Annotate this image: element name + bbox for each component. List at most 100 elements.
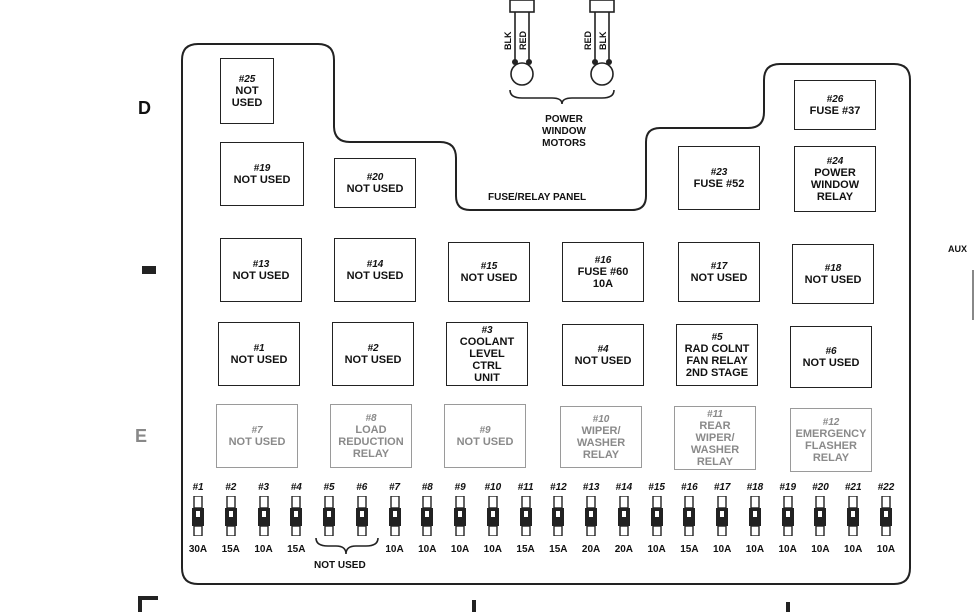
fuse-1 bbox=[191, 496, 205, 536]
relay-number: #2 bbox=[367, 342, 379, 354]
fuse-10 bbox=[486, 496, 500, 536]
fuse-number: #14 bbox=[615, 482, 633, 493]
relay-label: FUSE #37 bbox=[809, 104, 861, 117]
relay-number: #24 bbox=[826, 155, 844, 167]
fuse-number: #17 bbox=[713, 482, 731, 493]
fuse-number: #2 bbox=[225, 482, 237, 493]
fuse-number: #16 bbox=[681, 482, 698, 493]
relay-number: #23 bbox=[710, 166, 728, 178]
not-used-bracket-label: NOT USED bbox=[314, 560, 366, 571]
relay-number: #4 bbox=[597, 343, 609, 355]
fuse-number: #7 bbox=[388, 482, 401, 493]
fuse-9 bbox=[453, 496, 467, 536]
relay-label: NOT USED bbox=[231, 84, 263, 109]
fuse-number: #9 bbox=[454, 482, 466, 493]
relay-number: #20 bbox=[366, 171, 384, 183]
bottom-mark-left bbox=[138, 596, 158, 612]
relay-label: NOT USED bbox=[230, 353, 288, 366]
fuse-3 bbox=[257, 496, 271, 536]
fuse-amperage: 10A bbox=[876, 544, 896, 555]
fuse-17 bbox=[715, 496, 729, 536]
fuse-14 bbox=[617, 496, 631, 536]
fuse-number: #3 bbox=[257, 482, 270, 493]
relay-number: #26 bbox=[826, 93, 844, 105]
fuse-8 bbox=[420, 496, 434, 536]
fuse-number: #6 bbox=[356, 482, 368, 493]
relay-number: #14 bbox=[366, 258, 384, 270]
side-mark bbox=[142, 266, 156, 274]
relay-label: NOT USED bbox=[346, 182, 404, 195]
fuse-13 bbox=[584, 496, 598, 536]
fuse-amperage: 15A bbox=[287, 544, 306, 555]
relay-label: NOT USED bbox=[456, 435, 514, 448]
fuse-number: #19 bbox=[779, 482, 797, 493]
relay-number: #25 bbox=[238, 73, 256, 85]
relay-number: #17 bbox=[710, 260, 728, 272]
relay-number: #11 bbox=[707, 408, 723, 420]
fuse-2 bbox=[224, 496, 238, 536]
fuse-21 bbox=[846, 496, 860, 536]
relay-label: RAD COLNT FAN RELAY 2ND STAGE bbox=[684, 342, 750, 379]
relay-label: NOT USED bbox=[344, 353, 402, 366]
fuse-20 bbox=[813, 496, 827, 536]
fuse-amperage: 15A bbox=[516, 544, 535, 555]
fuse-amperage: 15A bbox=[680, 544, 699, 555]
fuse-16 bbox=[682, 496, 696, 536]
fuse-amperage: 10A bbox=[483, 544, 502, 555]
fuse-number: #4 bbox=[290, 482, 302, 493]
fuse-amperage: 15A bbox=[221, 544, 240, 555]
relay-label: COOLANT LEVEL CTRL UNIT bbox=[459, 335, 515, 384]
relay-label: NOT USED bbox=[233, 173, 291, 186]
fuse-number: #20 bbox=[812, 482, 829, 493]
fuse-amperage: 20A bbox=[581, 544, 601, 555]
fuse-amperage: 10A bbox=[418, 544, 437, 555]
relay-label: LOAD REDUCTION RELAY bbox=[338, 423, 404, 460]
fuse-7 bbox=[388, 496, 402, 536]
relay-label: FUSE #52 bbox=[693, 177, 745, 190]
fuse-19 bbox=[781, 496, 795, 536]
fuse-number: #8 bbox=[421, 482, 433, 493]
relay-number: #1 bbox=[253, 342, 265, 354]
relay-label: FUSE #60 10A bbox=[577, 265, 629, 290]
fuse-number: #11 bbox=[517, 482, 534, 493]
row-letter-e: E bbox=[135, 426, 148, 446]
relay-number: #3 bbox=[481, 324, 493, 336]
relay-label: NOT USED bbox=[574, 354, 632, 367]
fuse-number: #12 bbox=[550, 482, 567, 493]
bottom-mark-right bbox=[786, 602, 790, 612]
fuse-amperage: 10A bbox=[712, 544, 732, 555]
fuse-number: #13 bbox=[582, 482, 600, 493]
bottom-mark-mid bbox=[472, 600, 476, 612]
relay-label: REAR WIPER/ WASHER RELAY bbox=[690, 419, 740, 468]
fuse-number: #18 bbox=[746, 482, 764, 493]
fuse-amperage: 15A bbox=[549, 544, 568, 555]
fuse-amperage: 10A bbox=[647, 544, 666, 555]
fuse-number: #15 bbox=[648, 482, 665, 493]
motor-wiring bbox=[315, 0, 615, 555]
relay-number: #13 bbox=[252, 258, 270, 270]
fuse-6 bbox=[355, 496, 369, 536]
fuse-number: #21 bbox=[844, 482, 862, 493]
wire-label-blk-right: BLK bbox=[598, 31, 608, 51]
relay-label: NOT USED bbox=[690, 271, 748, 284]
